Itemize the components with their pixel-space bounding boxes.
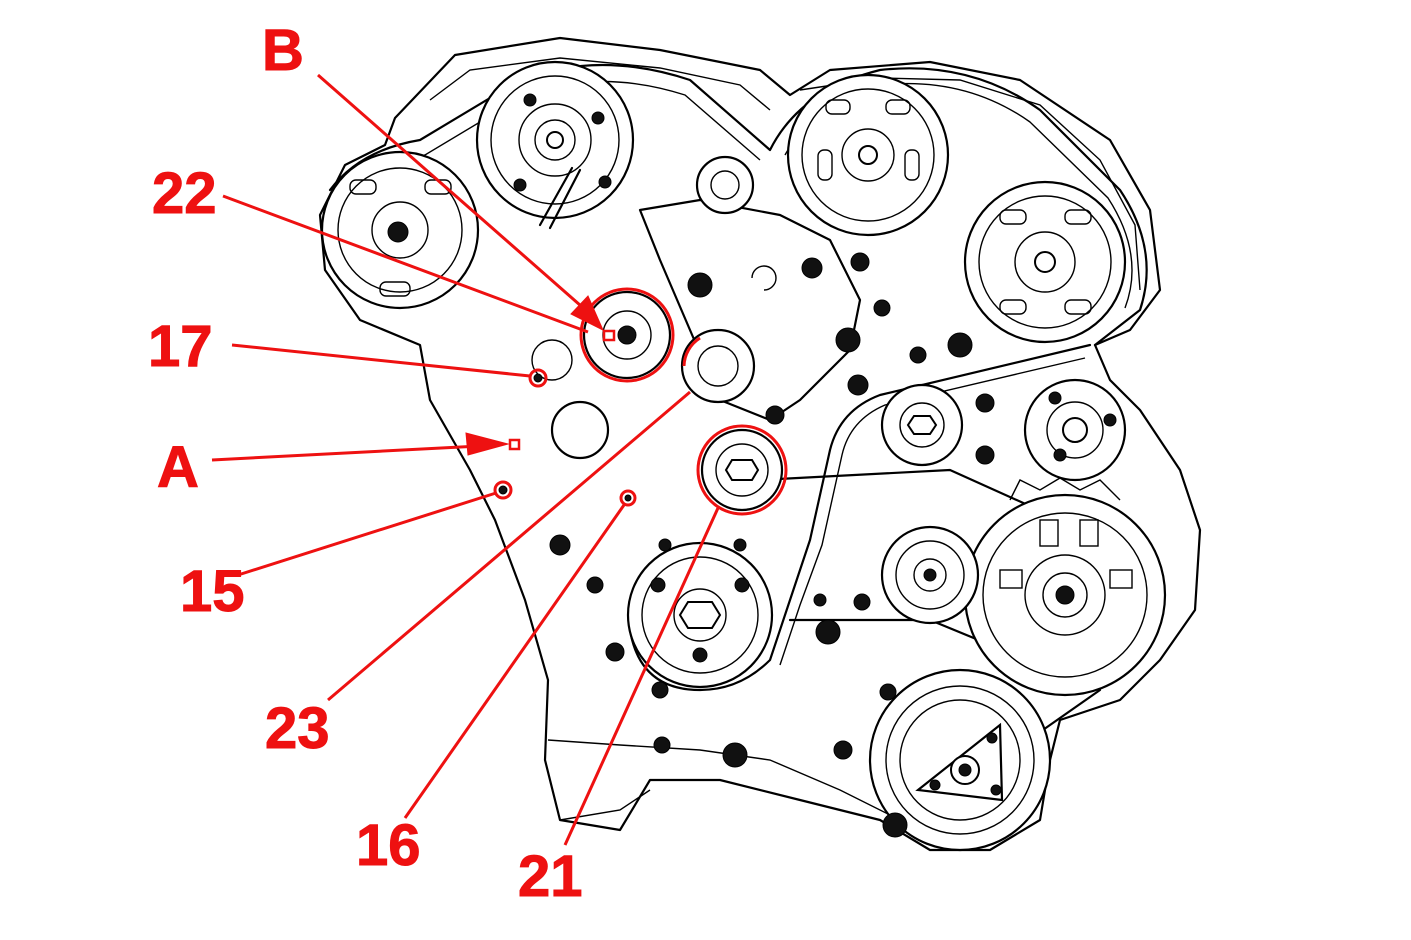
leader-21 — [563, 507, 720, 846]
point-A-marker — [508, 438, 521, 451]
cam-sprocket-left-rear — [320, 150, 480, 310]
leader-23 — [327, 390, 691, 702]
bolt-16 — [619, 489, 637, 507]
callout-16: 16 — [356, 813, 422, 878]
callout-B: B — [262, 18, 305, 83]
idler-pulley-21 — [696, 424, 788, 516]
leader-16 — [403, 504, 626, 819]
callout-15: 15 — [180, 559, 246, 624]
idler-pulley-23 — [680, 328, 756, 404]
leader-22 — [222, 194, 589, 334]
callout-22: 22 — [152, 161, 218, 226]
ac-compressor-pulley — [868, 668, 1052, 852]
callout-17: 17 — [148, 314, 214, 379]
arrowhead-B — [570, 295, 605, 332]
callout-23: 23 — [265, 696, 331, 761]
water-pump-pulley — [1023, 378, 1127, 482]
center-bracket — [638, 155, 973, 425]
callout-21: 21 — [518, 844, 584, 909]
leader-B — [317, 73, 598, 322]
leader-15 — [237, 491, 497, 577]
bolt-17 — [528, 368, 548, 388]
cam-sprocket-right-rear — [963, 180, 1127, 344]
leader-lines — [211, 73, 720, 846]
alternator — [963, 477, 1167, 697]
arrowhead-A — [465, 432, 510, 456]
leader-17 — [231, 343, 531, 378]
leader-A — [211, 444, 481, 462]
point-B-marker — [602, 329, 616, 342]
crankshaft-pulley — [626, 541, 774, 689]
bolt-15 — [493, 480, 513, 500]
cam-sprocket-right-top — [786, 73, 950, 237]
idler-pulley-right — [880, 383, 995, 625]
lower-cover-bolts — [531, 339, 908, 838]
callout-A: A — [157, 435, 200, 500]
cam-sprocket-left-top — [475, 60, 635, 230]
tensioner-pulley-22 — [579, 287, 675, 383]
